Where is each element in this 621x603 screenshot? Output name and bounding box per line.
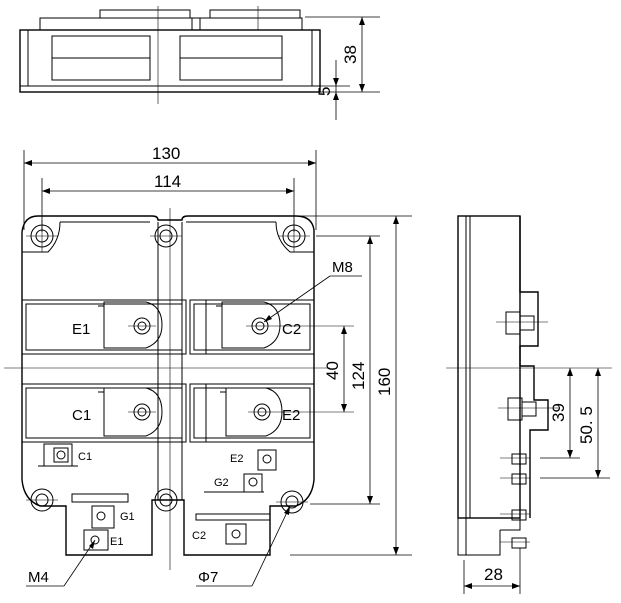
aux-terminal-g1: G1 — [71, 493, 135, 529]
mounting-hole-bottom-left — [26, 488, 58, 512]
dim-height-overall: 160 — [375, 368, 394, 396]
label-aux-e2: E2 — [230, 453, 243, 465]
aux-terminal-e1: E1 — [83, 529, 123, 551]
label-e1: E1 — [72, 321, 90, 338]
aux-terminal-c2: C2 — [192, 513, 271, 545]
label-aux-c2: C2 — [192, 530, 206, 542]
label-e2: E2 — [282, 407, 300, 424]
dim-height-holes: 124 — [349, 362, 368, 390]
dim-top-height: 38 — [341, 45, 360, 64]
label-c2: C2 — [282, 321, 301, 338]
top-view: 38 5 — [19, 6, 380, 120]
callout-hole-diameter: Φ7 — [198, 569, 218, 586]
dim-terminal-pitch: 40 — [323, 361, 342, 380]
callout-m4: M4 — [28, 569, 49, 586]
mounting-hole-bottom-right — [276, 490, 308, 514]
terminal-pad-c2 — [216, 301, 354, 349]
side-view: 39 50. 5 28 — [446, 215, 612, 594]
terminal-pad-e1 — [98, 301, 163, 349]
terminal-pad-c1 — [98, 387, 163, 437]
label-aux-g1: G1 — [120, 511, 135, 523]
label-aux-g2: G2 — [214, 477, 229, 489]
dim-side-depth: 28 — [484, 565, 503, 584]
dim-side-b: 50. 5 — [577, 406, 596, 444]
label-aux-e1: E1 — [110, 536, 123, 548]
mounting-hole-top-left — [26, 220, 58, 252]
terminal-pad-e2 — [220, 387, 354, 437]
mounting-hole-top-middle — [150, 224, 182, 248]
dim-width-overall: 130 — [152, 144, 180, 163]
aux-terminal-e2: E2 — [230, 449, 277, 471]
label-c1: C1 — [72, 407, 91, 424]
dim-top-base: 5 — [315, 87, 334, 96]
dim-side-a: 39 — [549, 403, 568, 422]
label-aux-c1: C1 — [78, 451, 92, 463]
callout-m8: M8 — [332, 259, 353, 276]
dim-width-holes: 114 — [154, 172, 181, 191]
aux-terminal-g2: G2 — [204, 473, 264, 493]
aux-terminal-c1: C1 — [38, 443, 92, 467]
mounting-hole-top-right — [278, 220, 310, 252]
front-view: 130 114 — [4, 144, 412, 587]
mounting-hole-bottom-middle — [154, 488, 178, 512]
